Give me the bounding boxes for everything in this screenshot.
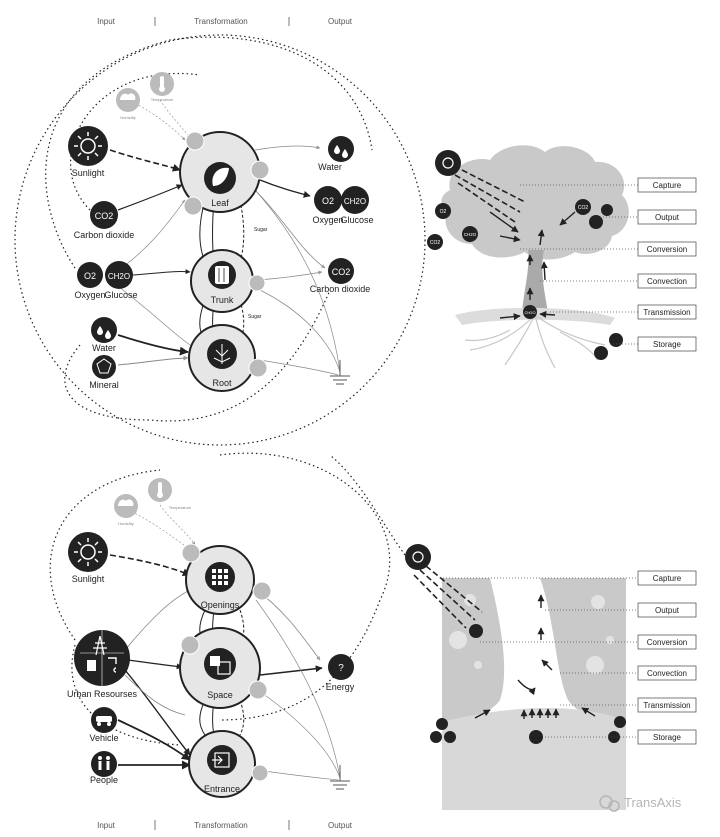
mineral-label: Mineral xyxy=(89,380,119,390)
stage-capture: Capture xyxy=(653,181,682,190)
mineral-input: Mineral xyxy=(89,355,119,390)
water-output-label: Water xyxy=(318,162,342,172)
space-label: Space xyxy=(207,690,233,700)
root-label: Root xyxy=(212,378,232,388)
entrance-label: Entrance xyxy=(204,784,240,794)
temperature-label-bottom: Temperature xyxy=(169,505,192,510)
people-label: People xyxy=(90,775,118,785)
water-output: Water xyxy=(318,136,354,172)
openings-label: Openings xyxy=(201,600,240,610)
stage-conversion-bottom: Conversion xyxy=(647,638,687,647)
entrance-node: Entrance xyxy=(188,730,269,798)
illus-o2: O2 xyxy=(440,209,447,215)
stage-storage: Storage xyxy=(653,340,682,349)
trunk-node: Trunk xyxy=(190,249,266,313)
header-transformation-bottom: Transformation xyxy=(194,821,248,830)
o2-output-symbol: O2 xyxy=(322,196,334,206)
temperature-bottom: Temperature xyxy=(148,478,192,510)
co2-input-symbol: CO2 xyxy=(95,211,114,221)
humidity-label-bottom: Humidity xyxy=(118,521,134,526)
oxygen-input-label: Oxygen xyxy=(74,290,105,300)
stage-transmission: Transmission xyxy=(643,308,690,317)
header-output-bottom: Output xyxy=(328,821,353,830)
temperature-top: Temperature xyxy=(150,72,174,102)
illus-co2: CO2 xyxy=(430,240,441,246)
glucose-output-label: Glucose xyxy=(340,215,373,225)
tree-illustration: O2 CO2 CH2O CO2 CH2O xyxy=(427,145,629,369)
header-output: Output xyxy=(328,17,353,26)
humidity-label-top: Humidity xyxy=(120,115,136,120)
ch2o-input-symbol: CH2O xyxy=(108,272,130,281)
stage-conversion: Conversion xyxy=(647,245,687,254)
co2-output: CO2 Carbon dioxide xyxy=(310,258,371,294)
sugar-label-2: Sugar xyxy=(248,314,262,320)
stage-list-top: Capture Output Conversion Convection Tra… xyxy=(520,177,697,352)
illus-co2-right: CO2 xyxy=(578,205,589,211)
bottom-headers: Input Transformation Output xyxy=(97,820,353,830)
watermark-text: TransAxis xyxy=(624,795,682,810)
co2-output-symbol: CO2 xyxy=(332,267,351,277)
space-node: Space xyxy=(179,627,268,709)
stage-output-bottom: Output xyxy=(655,606,680,615)
stage-transmission-bottom: Transmission xyxy=(643,701,690,710)
humidity-top: Humidity xyxy=(116,88,140,120)
tree-input-links xyxy=(109,99,191,366)
stage-list-bottom: Capture Output Conversion Convection Tra… xyxy=(440,570,697,745)
illus-ch2o: CH2O xyxy=(464,232,477,237)
header-input-bottom: Input xyxy=(97,821,116,830)
top-headers: Input Transformation Output xyxy=(97,17,353,26)
ground-symbol-top xyxy=(330,360,350,385)
illus-ch2o-trunk: CH2O xyxy=(524,310,535,315)
stage-capture-bottom: Capture xyxy=(653,574,682,583)
humidity-bottom: Humidity xyxy=(114,494,138,526)
sunlight-label-top: Sunlight xyxy=(72,168,105,178)
leaf-node: Leaf xyxy=(179,131,270,216)
ground-symbol-bottom xyxy=(330,765,350,790)
glucose-input-label: Glucose xyxy=(104,290,137,300)
sugar-label-1: Sugar xyxy=(254,227,268,233)
oxygen-glucose-input: O2 CH2O Oxygen Glucose xyxy=(74,261,138,300)
people-input: People xyxy=(90,751,118,785)
carbon-dioxide-output-label: Carbon dioxide xyxy=(310,284,371,294)
vehicle-input: Vehicle xyxy=(89,707,119,743)
openings-node: Openings xyxy=(181,543,272,615)
urban-resources-input: Urban Resourses xyxy=(67,630,138,699)
stage-storage-bottom: Storage xyxy=(653,733,682,742)
vehicle-label: Vehicle xyxy=(89,733,118,743)
building-input-links xyxy=(109,504,196,770)
trunk-label: Trunk xyxy=(211,295,234,305)
header-transformation: Transformation xyxy=(194,17,248,26)
water-input-top: Water xyxy=(91,317,117,353)
co2-input: CO2 Carbon dioxide xyxy=(74,201,135,240)
stage-convection: Convection xyxy=(647,277,687,286)
leaf-label: Leaf xyxy=(211,198,229,208)
energy-output: ? Energy xyxy=(326,654,355,692)
watermark: TransAxis xyxy=(599,795,682,812)
carbon-dioxide-input-label: Carbon dioxide xyxy=(74,230,135,240)
stage-convection-bottom: Convection xyxy=(647,669,687,678)
energy-symbol: ? xyxy=(338,663,344,674)
sunlight-input-top: Sunlight xyxy=(68,126,108,178)
oxygen-glucose-output: O2 CH2O Oxygen Glucose xyxy=(312,186,374,225)
o2-input-symbol: O2 xyxy=(84,271,96,281)
header-input: Input xyxy=(97,17,116,26)
temperature-label-top: Temperature xyxy=(151,97,174,102)
tree-output-links xyxy=(254,145,341,376)
urban-resources-label: Urban Resourses xyxy=(67,689,138,699)
building-illustration xyxy=(405,544,626,810)
energy-label: Energy xyxy=(326,682,355,692)
sunlight-input-bottom: Sunlight xyxy=(68,532,108,584)
water-input-label: Water xyxy=(92,343,116,353)
stage-output: Output xyxy=(655,213,680,222)
ch2o-output-symbol: CH2O xyxy=(344,197,366,206)
root-node: Root xyxy=(188,324,268,392)
oxygen-output-label: Oxygen xyxy=(312,215,343,225)
sunlight-label-bottom: Sunlight xyxy=(72,574,105,584)
